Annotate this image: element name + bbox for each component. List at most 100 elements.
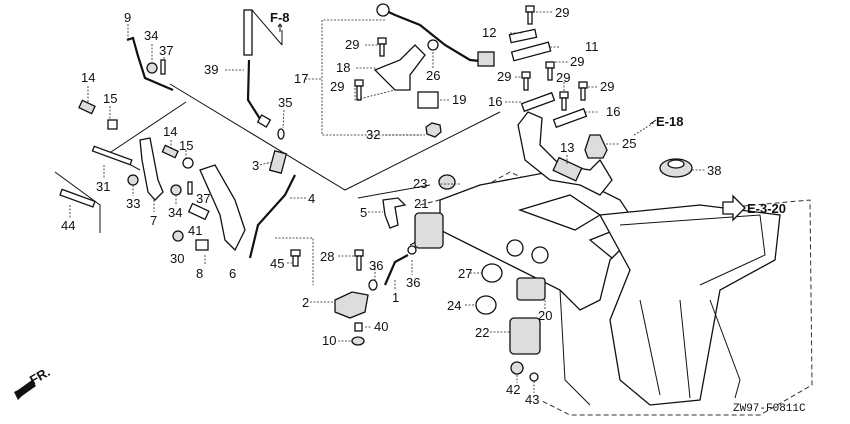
part-2-valve — [334, 291, 369, 319]
part-21-filter — [414, 212, 444, 249]
callout-34: 34 — [144, 28, 158, 43]
callout-28: 28 — [320, 249, 334, 264]
callout-12: 12 — [482, 25, 496, 40]
callout-41: 41 — [188, 223, 202, 238]
part-12-plate — [508, 28, 538, 44]
callout-29: 29 — [345, 37, 359, 52]
part-17-harness — [379, 7, 491, 64]
part-16-plate-b — [552, 107, 588, 129]
part-37b-pin — [187, 181, 193, 195]
reference-f8[interactable]: F-8 — [270, 10, 290, 25]
callout-32: 32 — [366, 127, 380, 142]
callout-5: 5 — [360, 205, 367, 220]
part-23-plug — [438, 174, 456, 190]
callout-36: 36 — [406, 275, 420, 290]
callout-14: 14 — [81, 70, 95, 85]
part-25-boot — [584, 134, 608, 159]
part-14-joint — [78, 99, 96, 115]
part-22-cover — [509, 317, 541, 355]
callout-37: 37 — [159, 43, 173, 58]
lower-case — [439, 169, 781, 406]
callout-27: 27 — [458, 266, 472, 281]
callout-34: 34 — [168, 205, 182, 220]
callout-20: 20 — [538, 308, 552, 323]
callout-16: 16 — [488, 94, 502, 109]
part-10-nut — [351, 336, 365, 346]
callout-38: 38 — [707, 163, 721, 178]
part-31-bolt — [91, 145, 133, 166]
part-29-bolts — [354, 5, 588, 111]
part-36a-clamp — [368, 279, 378, 291]
reference-e18[interactable]: E-18 — [656, 114, 683, 129]
callouts: 9 34 37 14 15 39 35 17 18 29 29 26 19 32… — [61, 5, 721, 407]
callout-24: 24 — [447, 298, 461, 313]
part-35-clip — [277, 128, 285, 140]
part-4-rod — [248, 174, 296, 259]
callout-15: 15 — [179, 138, 193, 153]
callout-45: 45 — [270, 256, 284, 271]
callout-6: 6 — [229, 266, 236, 281]
callout-39: 39 — [204, 62, 218, 77]
part-37-pin — [160, 59, 166, 75]
part-7-lever — [139, 137, 164, 201]
part-32-nut — [425, 122, 442, 138]
part-28-bolt-shank — [356, 255, 362, 271]
callout-23: 23 — [413, 176, 427, 191]
part-28-bolt-head — [354, 249, 364, 257]
part-43-washer — [529, 372, 539, 382]
part-24-plug — [475, 295, 497, 315]
part-15b-clip — [182, 157, 194, 169]
part-38-grommet-hole — [667, 159, 685, 169]
part-39-end — [256, 114, 272, 128]
part-41-collar — [187, 202, 210, 221]
part-39-sleeve — [243, 9, 253, 56]
callout-17: 17 — [294, 71, 308, 86]
callout-26: 26 — [426, 68, 440, 83]
callout-16: 16 — [606, 104, 620, 119]
callout-43: 43 — [525, 392, 539, 407]
part-15-clip — [107, 119, 118, 130]
part-11-plate — [510, 41, 552, 62]
callout-15: 15 — [103, 91, 117, 106]
part-36b-clamp — [407, 245, 417, 255]
part-45-bolt-shank — [292, 255, 299, 267]
callout-4: 4 — [308, 191, 315, 206]
part-9-rod — [126, 36, 174, 92]
callout-31: 31 — [96, 179, 110, 194]
part-40-cap — [354, 322, 363, 332]
group-bracket-17 — [321, 19, 420, 136]
callout-29: 29 — [570, 54, 584, 69]
callout-30: 30 — [170, 251, 184, 266]
callout-7: 7 — [150, 213, 157, 228]
part-17-connector — [477, 51, 495, 67]
reference-f8-arrow-icon — [277, 23, 283, 32]
part-45-bolt-head — [290, 249, 301, 257]
reference-e320[interactable]: E-3-20 — [747, 201, 786, 216]
callout-18: 18 — [336, 60, 350, 75]
part-20-seal — [516, 277, 546, 301]
callout-9: 9 — [124, 10, 131, 25]
front-indicator: FR. — [14, 364, 53, 400]
callout-10: 10 — [322, 333, 336, 348]
part-8-bushing — [195, 239, 209, 251]
part-18-bracket — [373, 44, 426, 91]
part-19-holder — [417, 91, 439, 109]
callout-2: 2 — [302, 295, 309, 310]
front-arrow-icon — [14, 380, 36, 400]
callout-1: 1 — [392, 290, 399, 305]
part-6-arm — [199, 164, 246, 252]
callout-21: 21 — [414, 196, 428, 211]
part-34-washer — [146, 62, 158, 74]
callout-33: 33 — [126, 196, 140, 211]
callout-leaders — [69, 11, 705, 393]
callout-11: 11 — [585, 39, 599, 54]
part-14b-joint — [161, 144, 179, 159]
part-33-washer — [127, 174, 139, 186]
part-13-shaft — [517, 111, 613, 196]
callout-44: 44 — [61, 218, 75, 233]
callout-29: 29 — [497, 69, 511, 84]
callout-36: 36 — [369, 258, 383, 273]
callout-29: 29 — [330, 79, 344, 94]
reference-e18-arrow-icon — [649, 119, 657, 125]
